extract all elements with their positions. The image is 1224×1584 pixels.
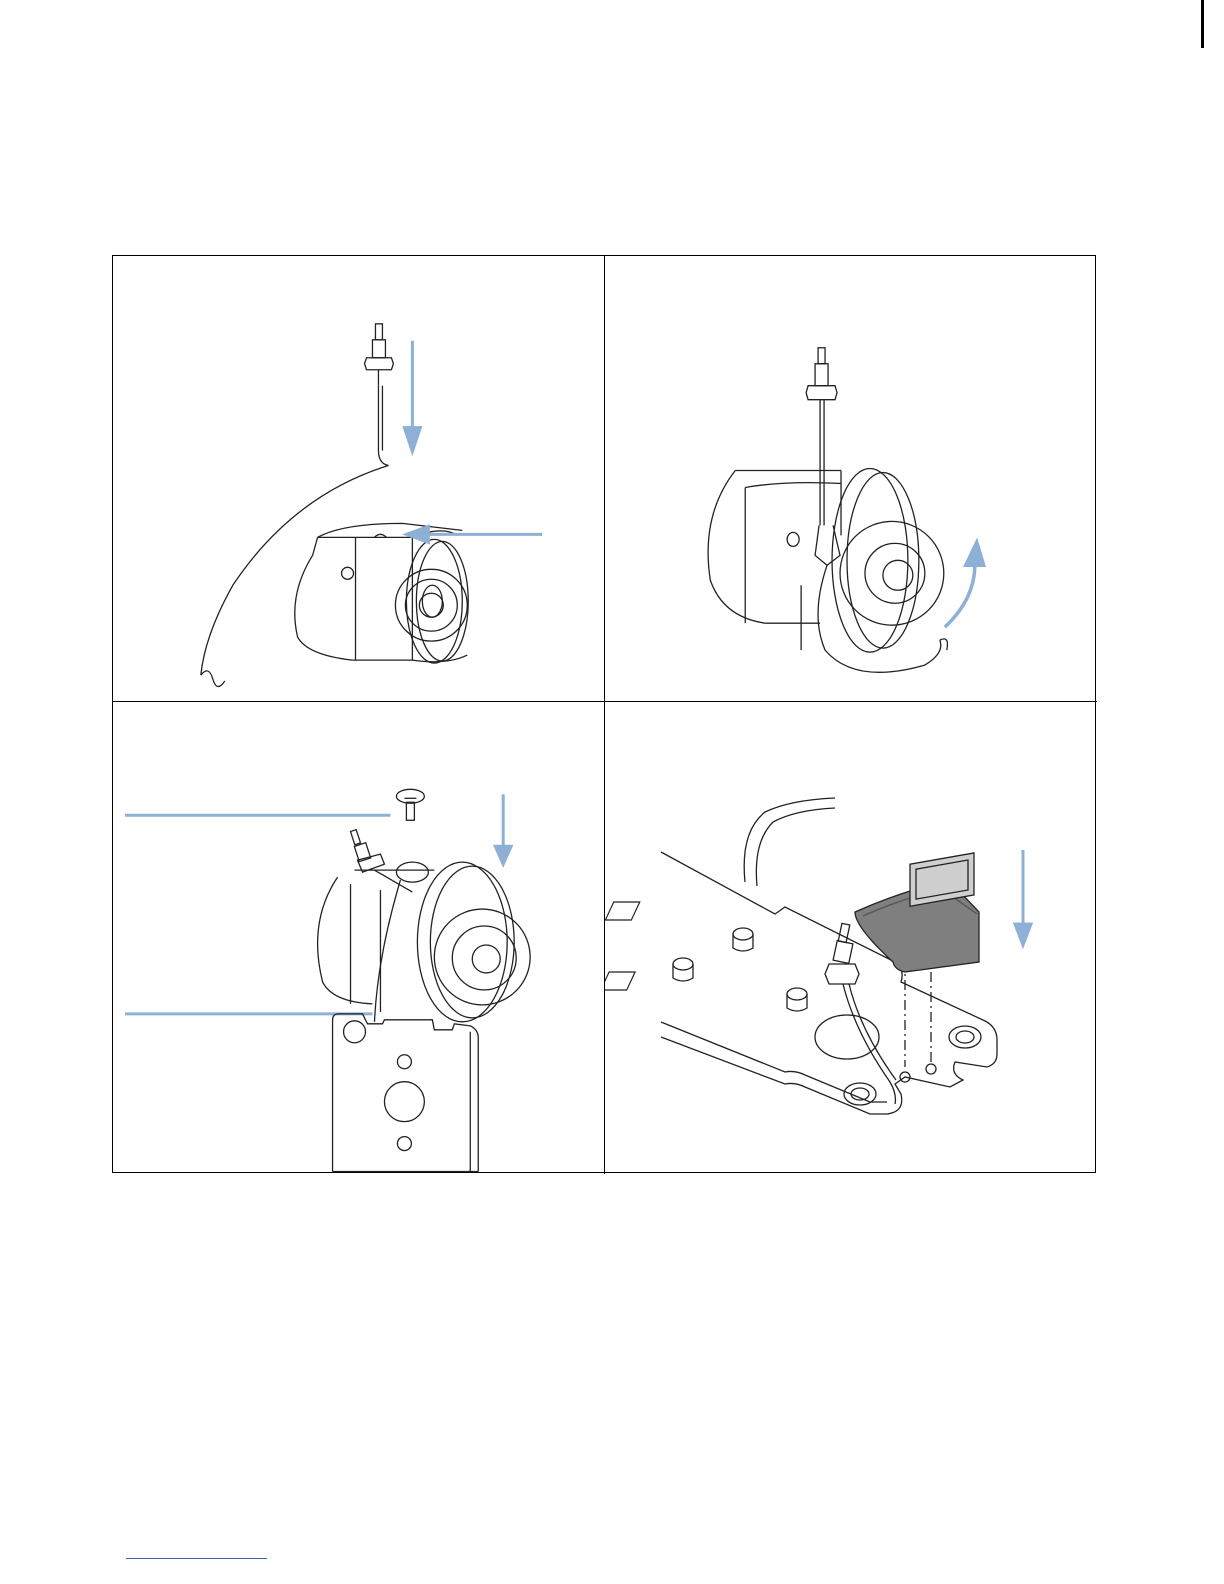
cover-installation-illustration — [605, 702, 1097, 1174]
panel-step-2 — [605, 256, 1097, 702]
curved-arrow-icon — [945, 560, 975, 627]
cover-part — [855, 853, 979, 972]
capillary-routing-illustration — [605, 256, 1097, 701]
figure-table — [112, 255, 1096, 1173]
panel-step-4 — [605, 702, 1097, 1174]
footer-link-underline[interactable] — [126, 1558, 267, 1559]
page-edge-mark — [1201, 0, 1204, 48]
panel-step-1 — [113, 256, 605, 702]
panel-step-3 — [113, 702, 605, 1174]
valve-mounting-illustration — [113, 702, 604, 1174]
screw-icon — [396, 789, 424, 820]
capillary-insertion-illustration — [113, 256, 604, 701]
